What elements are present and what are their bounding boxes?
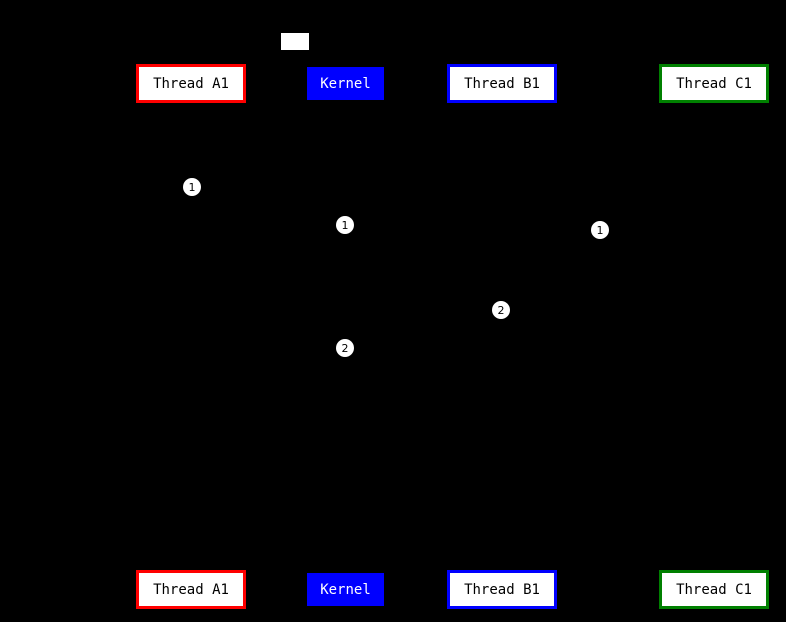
lifeline-head-kernel: Kernel bbox=[307, 67, 384, 100]
step-marker-label: 1 bbox=[341, 218, 349, 232]
lifeline-label-kernel-top: Kernel bbox=[320, 75, 371, 92]
lifeline-head-thread-a1: Thread A1 bbox=[136, 64, 246, 103]
lifeline-label-thread-b1-bottom: Thread B1 bbox=[464, 581, 540, 598]
lifeline-label-kernel-bottom: Kernel bbox=[320, 581, 371, 598]
step-marker-2-thread-b1: 2 bbox=[492, 301, 510, 319]
step-marker-1-kernel: 1 bbox=[336, 216, 354, 234]
lifeline-foot-thread-b1: Thread B1 bbox=[447, 570, 557, 609]
note-rect bbox=[281, 33, 309, 50]
lifeline-foot-thread-c1: Thread C1 bbox=[659, 570, 769, 609]
lifeline-label-thread-c1-bottom: Thread C1 bbox=[676, 581, 752, 598]
step-marker-2-kernel: 2 bbox=[336, 339, 354, 357]
step-marker-1-thread-c1: 1 bbox=[591, 221, 609, 239]
step-marker-label: 1 bbox=[596, 223, 604, 237]
step-marker-label: 2 bbox=[497, 303, 505, 317]
lifeline-label-thread-c1-top: Thread C1 bbox=[676, 75, 752, 92]
lifeline-foot-kernel: Kernel bbox=[307, 573, 384, 606]
lifeline-label-thread-a1-top: Thread A1 bbox=[153, 75, 229, 92]
lifeline-label-thread-b1-top: Thread B1 bbox=[464, 75, 540, 92]
lifeline-label-thread-a1-bottom: Thread A1 bbox=[153, 581, 229, 598]
step-marker-label: 2 bbox=[341, 341, 349, 355]
step-marker-1-thread-a1: 1 bbox=[183, 178, 201, 196]
lifeline-head-thread-b1: Thread B1 bbox=[447, 64, 557, 103]
lifeline-head-thread-c1: Thread C1 bbox=[659, 64, 769, 103]
lifeline-foot-thread-a1: Thread A1 bbox=[136, 570, 246, 609]
step-marker-label: 1 bbox=[188, 180, 196, 194]
